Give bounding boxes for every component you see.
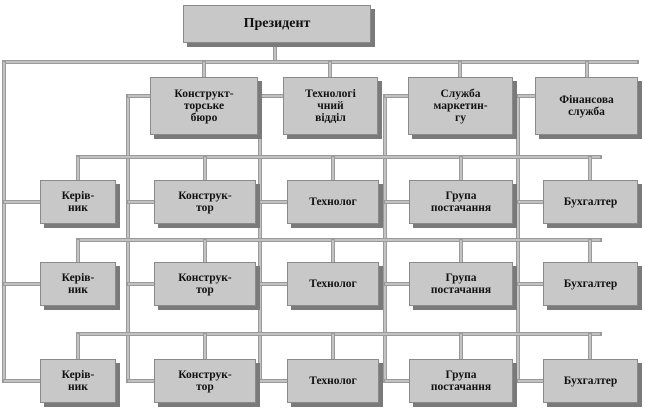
- staff-designer: Конструк- тор: [154, 180, 256, 224]
- staff-designer: Конструк- тор: [154, 262, 256, 306]
- staff-technologist: Технолог: [287, 180, 379, 224]
- president-label: Президент: [243, 16, 311, 31]
- staff-label: Технолог: [309, 196, 357, 208]
- staff-label: Група постачання: [430, 369, 492, 393]
- staff-label: Конструк- тор: [178, 190, 232, 214]
- staff-label: Технолог: [309, 278, 357, 290]
- staff-technologist: Технолог: [287, 262, 379, 306]
- department-label: Технологі чний відділ: [305, 88, 356, 124]
- staff-label: Група постачання: [430, 272, 492, 296]
- staff-manager: Керів- ник: [40, 180, 116, 224]
- staff-manager: Керів- ник: [40, 359, 116, 403]
- staff-manager: Керів- ник: [40, 262, 116, 306]
- staff-label: Керів- ник: [61, 190, 95, 214]
- department-design-bureau: Конструкт- торське бюро: [150, 77, 258, 135]
- staff-label: Керів- ник: [61, 369, 95, 393]
- department-label: Фінансова служба: [559, 94, 614, 118]
- staff-label: Керів- ник: [61, 272, 95, 296]
- staff-accountant: Бухгалтер: [543, 262, 638, 306]
- president-box: Президент: [183, 5, 371, 43]
- department-finance: Фінансова служба: [535, 77, 638, 135]
- staff-accountant: Бухгалтер: [543, 359, 638, 403]
- staff-label: Група постачання: [430, 190, 492, 214]
- staff-label: Конструк- тор: [178, 272, 232, 296]
- staff-technologist: Технолог: [287, 359, 379, 403]
- staff-accountant: Бухгалтер: [543, 180, 638, 224]
- staff-designer: Конструк- тор: [154, 359, 256, 403]
- staff-label: Конструк- тор: [178, 369, 232, 393]
- staff-supply-group: Група постачання: [409, 359, 513, 403]
- staff-label: Бухгалтер: [563, 375, 618, 387]
- department-label: Конструкт- торське бюро: [174, 88, 234, 124]
- department-technology: Технологі чний відділ: [283, 77, 378, 135]
- staff-label: Бухгалтер: [563, 278, 618, 290]
- staff-label: Бухгалтер: [563, 196, 618, 208]
- staff-label: Технолог: [309, 375, 357, 387]
- staff-supply-group: Група постачання: [409, 180, 513, 224]
- department-marketing: Служба маркетин- гу: [408, 77, 513, 135]
- department-label: Служба маркетин- гу: [433, 88, 488, 124]
- staff-supply-group: Група постачання: [409, 262, 513, 306]
